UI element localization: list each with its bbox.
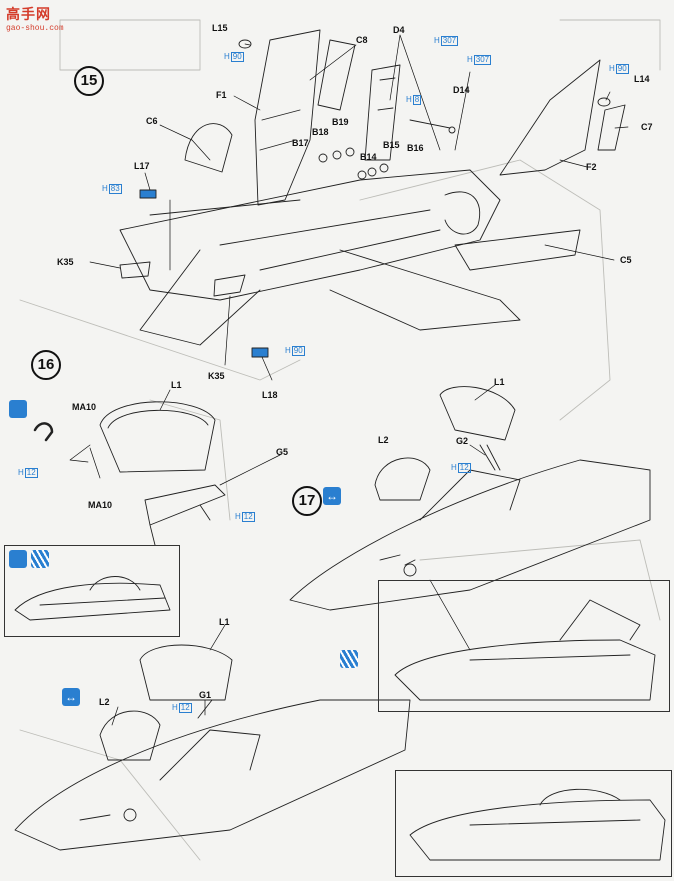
step16-canopy [33,389,281,546]
step18-inset-art [409,788,666,861]
step15-aircraft [89,29,629,381]
step16-inset-art [14,576,171,621]
tool-icon [33,422,54,442]
part-label: G2 [456,436,469,446]
part-c5 [454,229,581,271]
step18-inset [395,770,672,877]
part-label: C5 [620,255,632,265]
part-d4 [364,64,401,161]
part-label: F1 [216,90,227,100]
tail-fin-left [254,29,321,206]
part-label: L1 [171,380,182,390]
part-label: MA10 [88,500,113,510]
part-label: F2 [586,162,597,172]
part-label: K35 [57,257,74,267]
part-label: L2 [99,697,110,707]
step16-inset [4,545,180,637]
part-label: B15 [383,140,400,150]
part-l1-canopy-18 [139,644,233,701]
arrow-badge-icon: ↔ [62,688,80,706]
step-number-16: 16 [31,350,61,380]
part-l1-canopy [99,401,216,473]
part-l1-canopy-17 [439,386,516,441]
part-label: D14 [453,85,470,95]
part-label: B19 [332,117,349,127]
watermark: 高手网 gao-shou.com [6,4,68,36]
single-seat-icon [9,400,27,418]
step17-inset [378,580,670,712]
step18-aircraft [14,624,411,851]
part-label: B16 [407,143,424,153]
part-label: L15 [212,23,228,33]
step-number-17: 17 [292,486,322,516]
part-label: C8 [356,35,368,45]
step17-aircraft [289,384,651,651]
part-label: C7 [641,122,653,132]
part-label: G5 [276,447,289,457]
step-number-15: 15 [74,66,104,96]
part-l2-canopy-18 [99,710,161,761]
part-label: L17 [134,161,150,171]
striped-variant-icon-18 [340,650,358,668]
step17-inset-art [394,599,656,701]
part-label: L1 [219,617,230,627]
part-l2-canopy [374,457,431,501]
part-label: G1 [199,690,212,700]
part-label: D4 [393,25,405,35]
part-c7 [597,104,626,151]
part-c6 [184,123,233,173]
part-g5 [144,484,226,526]
part-label: L1 [494,377,505,387]
part-label: L2 [378,435,389,445]
background-ghost-print [19,19,661,861]
variant-badge-icon [9,550,27,568]
part-label: L18 [262,390,278,400]
watermark-logo: 高手网 [6,6,51,22]
part-c8 [317,39,356,111]
part-label: B14 [360,152,377,162]
part-label: B18 [312,127,329,137]
striped-variant-icon [31,550,49,568]
part-label: MA10 [72,402,97,412]
watermark-site: gao-shou.com [6,24,64,33]
twin-seat-icon: ↔ [323,487,341,505]
part-label: B17 [292,138,309,148]
tail-fin-right [499,59,601,176]
part-label: C6 [146,116,158,126]
part-label: L14 [634,74,650,84]
part-label: K35 [208,371,225,381]
